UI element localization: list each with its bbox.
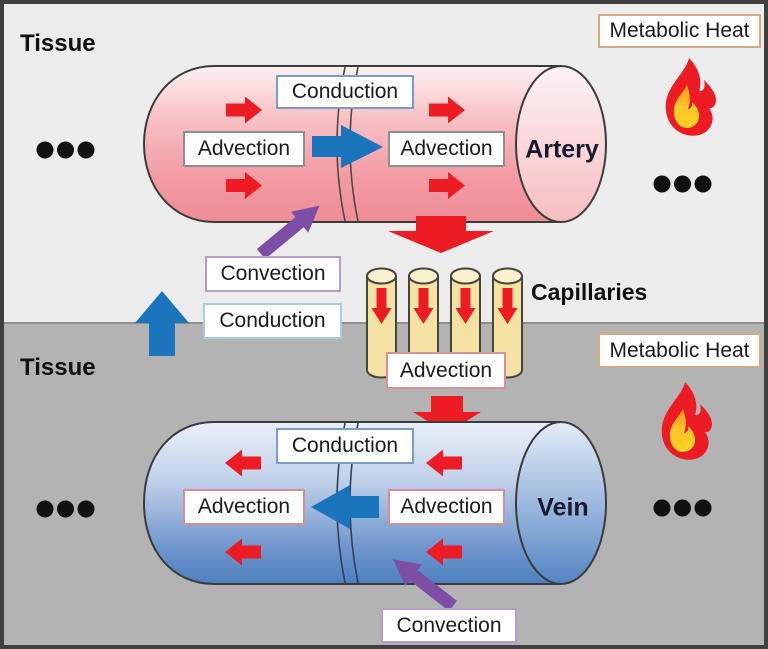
vein-blood-flow-arrow-icon [311, 485, 379, 529]
red-arrow-right-icon [429, 172, 465, 199]
artery-advection-arrows [226, 96, 465, 199]
metabolic-heat-label-top: Metabolic Heat [598, 14, 761, 48]
red-arrow-down-icon [413, 288, 434, 324]
red-arrow-down-icon [455, 288, 476, 324]
conduction-label-mid: Conduction [203, 303, 342, 339]
ellipsis-dots-icon [653, 499, 712, 517]
ellipsis-dots-icon [653, 175, 712, 193]
vein-name-label: Vein [537, 493, 589, 522]
artery-advection-label-right: Advection [388, 131, 505, 167]
ellipsis-dots-icon [36, 141, 95, 159]
red-arrow-down-icon [497, 288, 518, 324]
capillaries-label: Capillaries [531, 279, 648, 305]
conduction-arrow-up-icon [135, 291, 189, 356]
convection-label-top: Convection [205, 256, 341, 292]
convection-arrow-top-icon [256, 205, 320, 260]
red-arrow-right-icon [429, 96, 465, 124]
red-arrow-left-icon [426, 538, 462, 566]
convection-arrow-bottom-icon [393, 559, 458, 612]
red-arrow-right-icon [226, 172, 262, 199]
red-arrow-left-icon [225, 538, 261, 566]
metabolic-heat-label-bottom: Metabolic Heat [598, 333, 761, 368]
artery-end-cap [515, 65, 607, 223]
artery-name-label: Artery [525, 135, 599, 164]
red-arrow-left-icon [426, 449, 462, 477]
capillaries-advection-label: Advection [386, 352, 506, 389]
red-arrow-left-icon [225, 449, 261, 477]
tissue-label-bottom: Tissue [20, 354, 96, 381]
red-arrow-down-icon [371, 288, 392, 324]
vein-conduction-label: Conduction [276, 428, 414, 464]
vein-advection-arrows [225, 449, 462, 566]
vein-advection-label-right: Advection [388, 489, 505, 525]
metabolic-heat-flame-icon [665, 58, 716, 136]
artery-advection-label-left: Advection [183, 131, 305, 167]
vein-advection-label-left: Advection [183, 489, 305, 525]
tissue-label-top: Tissue [20, 30, 96, 57]
vein-end-cap [515, 421, 607, 585]
artery-blood-flow-arrow-icon [312, 125, 383, 168]
diagram-graphics [36, 58, 716, 612]
red-arrow-right-icon [226, 96, 262, 124]
artery-to-capillary-advection-arrow-icon [388, 216, 494, 253]
metabolic-heat-flame-icon [661, 382, 712, 460]
capillary-to-vein-advection-arrow-icon [413, 396, 481, 433]
artery-conduction-label: Conduction [276, 75, 414, 109]
convection-label-bottom: Convection [381, 608, 517, 643]
ellipsis-dots-icon [36, 500, 95, 518]
